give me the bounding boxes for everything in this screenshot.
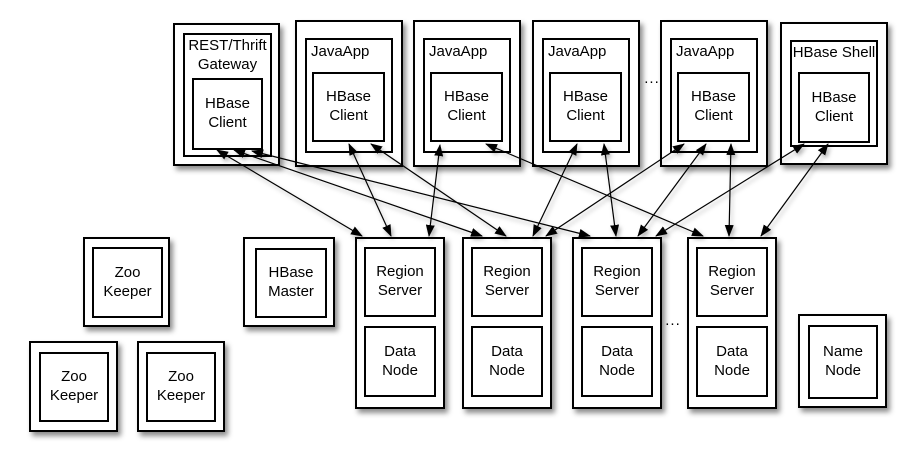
hbase-client-label: HBase Client — [690, 88, 737, 124]
hbase-client-label: HBase Client — [562, 88, 609, 124]
data-node-label: Data Node — [489, 342, 525, 379]
zookeeper-label: Zoo Keeper — [103, 263, 152, 300]
node-region-server-4: Region Server Data Node — [687, 237, 777, 409]
rest-gateway-title: REST/Thrift Gateway — [188, 37, 267, 73]
node-zookeeper-1: Zoo Keeper — [83, 237, 170, 327]
zookeeper-inner-box: Zoo Keeper — [92, 247, 163, 318]
region-server-box: Region Server — [471, 247, 543, 317]
region-server-box: Region Server — [696, 247, 768, 317]
hbase-shell-hbase-client-box: HBase Client — [798, 72, 870, 143]
node-javaapp-1: JavaApp HBase Client — [295, 20, 403, 167]
zookeeper-label: Zoo Keeper — [156, 368, 206, 404]
javaapp-2-title: JavaApp — [429, 43, 488, 60]
name-node-label: Name Node — [822, 343, 863, 379]
node-javaapp-3: JavaApp HBase Client — [532, 20, 640, 167]
data-node-box: Data Node — [696, 326, 768, 397]
node-hbase-shell: HBase Shell HBase Client — [780, 22, 888, 165]
hbase-master-inner-box: HBase Master — [255, 248, 327, 318]
javaapp-4-frame: JavaApp HBase Client — [670, 38, 758, 153]
hbase-client-label: HBase Client — [204, 95, 251, 131]
data-node-box: Data Node — [471, 326, 543, 397]
data-node-box: Data Node — [364, 326, 436, 397]
javaapp-2-frame: JavaApp HBase Client — [423, 38, 511, 153]
javaapp-4-title: JavaApp — [676, 43, 735, 60]
data-node-label: Data Node — [382, 342, 418, 379]
javaapp-1-title: JavaApp — [311, 43, 370, 60]
hbase-master-label: HBase Master — [268, 264, 314, 300]
data-node-label: Data Node — [714, 342, 750, 379]
ellipsis-servers: ... — [665, 312, 681, 329]
rest-gateway-frame: REST/Thrift Gateway HBase Client — [183, 33, 272, 157]
region-server-label: Region Server — [376, 263, 424, 299]
node-region-server-1: Region Server Data Node — [355, 237, 445, 409]
zookeeper-inner-box: Zoo Keeper — [39, 352, 109, 422]
javaapp-1-frame: JavaApp HBase Client — [305, 38, 393, 153]
node-region-server-3: Region Server Data Node — [572, 237, 662, 409]
region-server-label: Region Server — [708, 263, 756, 299]
hbase-shell-frame: HBase Shell HBase Client — [790, 40, 878, 147]
hbase-client-label: HBase Client — [443, 88, 490, 124]
node-name-node: Name Node — [798, 314, 887, 408]
name-node-inner-box: Name Node — [808, 325, 878, 399]
data-node-box: Data Node — [581, 326, 653, 397]
hbase-client-label: HBase Client — [325, 88, 372, 124]
node-zookeeper-3: Zoo Keeper — [137, 341, 225, 432]
javaapp-4-hbase-client-box: HBase Client — [677, 72, 750, 142]
region-server-box: Region Server — [581, 247, 653, 317]
node-hbase-master: HBase Master — [243, 237, 335, 327]
javaapp-3-title: JavaApp — [548, 43, 607, 60]
rest-gateway-hbase-client-box: HBase Client — [192, 78, 263, 150]
data-node-label: Data Node — [599, 342, 635, 379]
node-javaapp-2: JavaApp HBase Client — [413, 20, 521, 167]
region-server-label: Region Server — [483, 263, 531, 299]
zookeeper-label: Zoo Keeper — [49, 368, 99, 404]
javaapp-3-frame: JavaApp HBase Client — [542, 38, 630, 153]
zookeeper-inner-box: Zoo Keeper — [146, 352, 216, 422]
hbase-client-label: HBase Client — [811, 88, 857, 125]
node-javaapp-4: JavaApp HBase Client — [660, 20, 768, 167]
ellipsis-clients: ... — [644, 70, 660, 87]
javaapp-1-hbase-client-box: HBase Client — [312, 72, 385, 142]
region-server-label: Region Server — [593, 263, 641, 299]
javaapp-3-hbase-client-box: HBase Client — [549, 72, 622, 142]
hbase-shell-title: HBase Shell — [792, 44, 876, 61]
node-zookeeper-2: Zoo Keeper — [29, 341, 118, 432]
javaapp-2-hbase-client-box: HBase Client — [430, 72, 503, 142]
node-rest-thrift-gateway: REST/Thrift Gateway HBase Client — [173, 23, 280, 166]
region-server-box: Region Server — [364, 247, 436, 317]
node-region-server-2: Region Server Data Node — [462, 237, 552, 409]
